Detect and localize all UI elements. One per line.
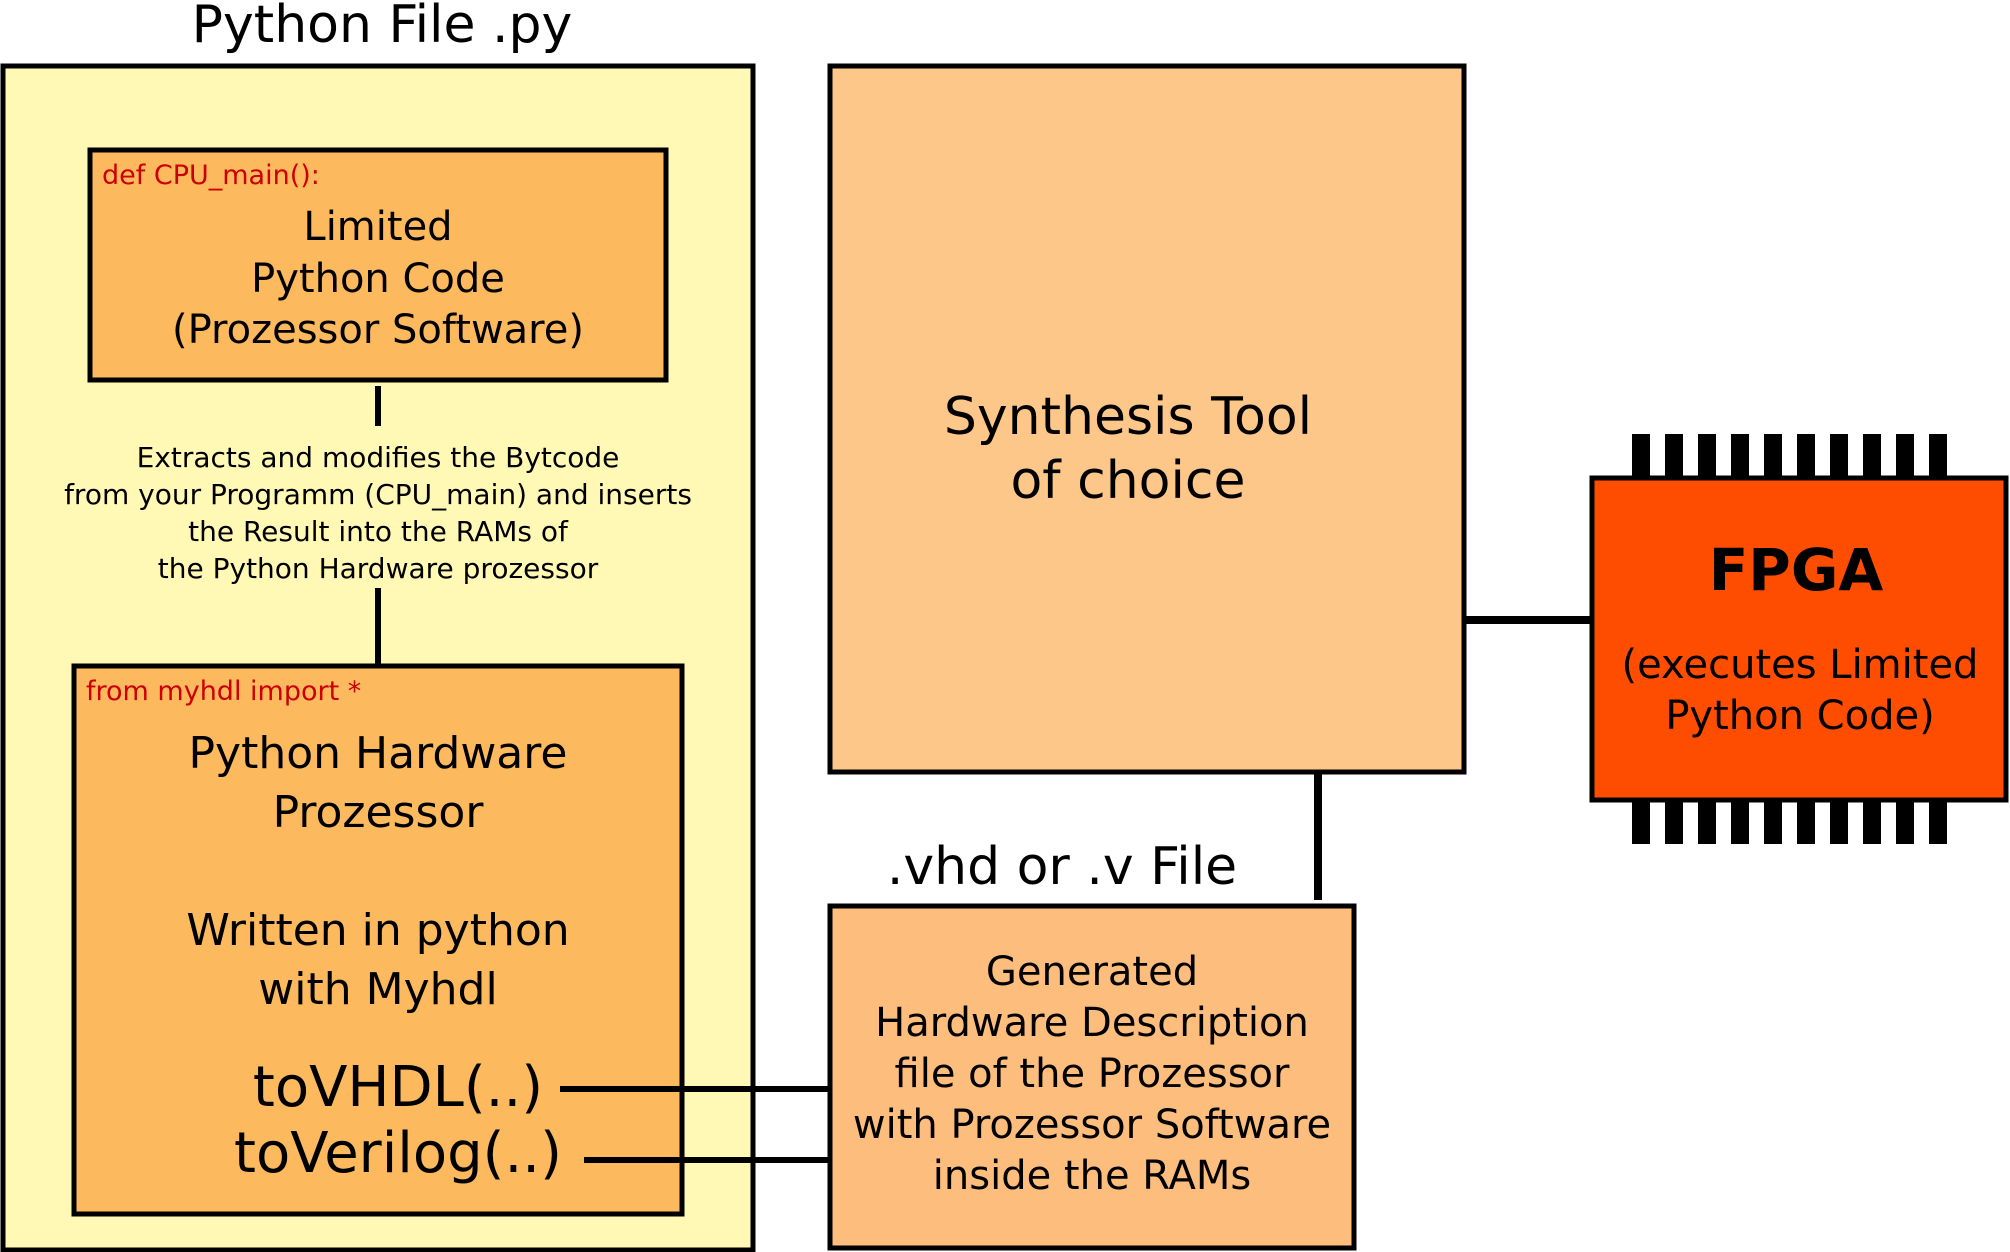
fpga-pin-bottom: [1698, 798, 1716, 844]
hardware-title-line-2: Prozessor: [273, 787, 485, 838]
fpga-pin-bottom: [1731, 798, 1749, 844]
generated-line-5: inside the RAMs: [933, 1153, 1251, 1199]
fpga-title: FPGA: [1709, 536, 1884, 604]
extract-note-line-3: the Result into the RAMs of: [188, 515, 569, 548]
fpga-pin-bottom: [1632, 798, 1650, 844]
generated-file-title: .vhd or .v File: [887, 837, 1237, 897]
fpga-pin-bottom: [1764, 798, 1782, 844]
fpga-pin-top: [1830, 434, 1848, 480]
synthesis-tool-box: [827, 63, 1467, 775]
myhdl-import-code-label: from myhdl import *: [86, 676, 361, 707]
cpu-main-code-label: def CPU_main():: [102, 160, 320, 191]
fpga-pin-top: [1929, 434, 1947, 480]
fpga-pin-top: [1731, 434, 1749, 480]
software-line-3: (Prozessor Software): [172, 307, 584, 353]
generated-file-box: [827, 903, 1357, 1251]
synthesis-line-1: Synthesis Tool: [944, 387, 1312, 447]
fpga-chip: [1589, 475, 2009, 803]
extract-note-line-1: Extracts and modifies the Bytcode: [137, 441, 620, 474]
fpga-pins: [1632, 434, 1947, 844]
extract-note-line-2: from your Programm (CPU_main) and insert…: [64, 478, 692, 511]
python-file-title: Python File .py: [192, 0, 573, 55]
fpga-pin-top: [1764, 434, 1782, 480]
fpga-pin-bottom: [1896, 798, 1914, 844]
software-line-2: Python Code: [251, 256, 505, 302]
fpga-pin-bottom: [1929, 798, 1947, 844]
fpga-pin-top: [1797, 434, 1815, 480]
fpga-pin-top: [1665, 434, 1683, 480]
fpga-pin-top: [1632, 434, 1650, 480]
synthesis-line-2: of choice: [1010, 451, 1245, 511]
fpga-pin-bottom: [1863, 798, 1881, 844]
generated-line-1: Generated: [986, 949, 1198, 995]
hardware-processor-box: [71, 663, 685, 1217]
fpga-pin-top: [1863, 434, 1881, 480]
software-line-1: Limited: [303, 204, 452, 250]
written-line-1: Written in python: [186, 905, 569, 956]
fpga-pin-top: [1896, 434, 1914, 480]
tovhdl-call: toVHDL(..): [253, 1055, 543, 1120]
generated-line-2: Hardware Description: [875, 1000, 1309, 1046]
extract-note-line-4: the Python Hardware prozessor: [158, 552, 599, 585]
generated-line-3: file of the Prozessor: [895, 1051, 1290, 1097]
processor-software-box: [87, 147, 669, 383]
fpga-pin-bottom: [1665, 798, 1683, 844]
fpga-line-2: Python Code): [1665, 693, 1934, 739]
generated-line-4: with Prozessor Software: [853, 1102, 1331, 1148]
fpga-pin-top: [1698, 434, 1716, 480]
toverilog-call: toVerilog(..): [234, 1121, 562, 1186]
hardware-title-line-1: Python Hardware: [189, 728, 568, 779]
fpga-line-1: (executes Limited: [1622, 642, 1979, 688]
written-line-2: with Myhdl: [258, 964, 497, 1015]
fpga-pin-bottom: [1830, 798, 1848, 844]
fpga-pin-bottom: [1797, 798, 1815, 844]
